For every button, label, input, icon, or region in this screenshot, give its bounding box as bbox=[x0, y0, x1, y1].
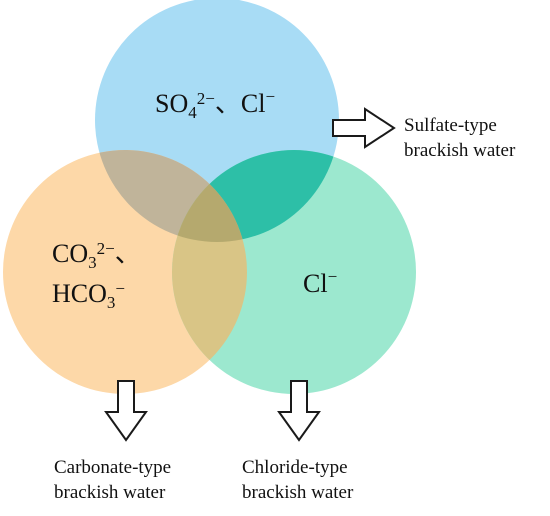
arrow-right-icon bbox=[332, 107, 396, 149]
chloride-caption-line2: brackish water bbox=[242, 482, 354, 503]
sulfate-type-caption: Sulfate-type brackish water bbox=[404, 113, 515, 163]
chloride-caption-line1: Chloride-type bbox=[242, 457, 348, 478]
sulfate-carbonate-overlap bbox=[95, 150, 247, 242]
arrow-down-icon bbox=[277, 380, 321, 442]
carbonate-caption-line1: Carbonate-type bbox=[54, 457, 172, 478]
carbonate-caption-line2: brackish water bbox=[54, 482, 166, 503]
carbonate-ion-label-line1: CO32−、 bbox=[52, 239, 141, 272]
sulfate-chloride-overlap bbox=[172, 150, 339, 242]
carbonate-type-caption: Carbonate-type brackish water bbox=[54, 455, 171, 505]
arrow-down-icon bbox=[104, 380, 148, 442]
sulfate-ion-label: SO42−、Cl− bbox=[155, 87, 275, 122]
carbonate-ion-label-line2: HCO3− bbox=[52, 279, 125, 312]
sulfate-caption-line2: brackish water bbox=[404, 140, 516, 161]
sulfate-caption-line1: Sulfate-type bbox=[404, 115, 497, 136]
chloride-type-caption: Chloride-type brackish water bbox=[242, 455, 353, 505]
chloride-ion-label: Cl− bbox=[303, 267, 337, 298]
